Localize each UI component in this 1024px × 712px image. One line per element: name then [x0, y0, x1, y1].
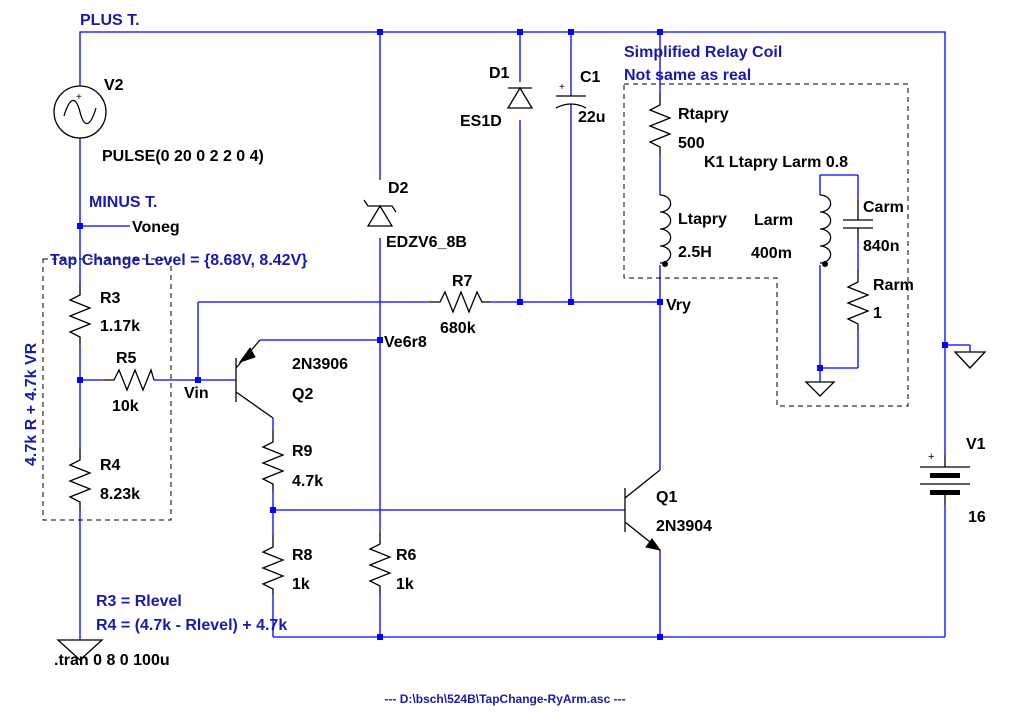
ltapry-value: 2.5H: [678, 244, 712, 261]
larm-inductor-symbol: [819, 194, 832, 267]
v2-value: PULSE(0 20 0 2 2 0 4): [102, 148, 264, 165]
v2-source-symbol: +: [53, 85, 107, 139]
tran-directive: .tran 0 8 0 100u: [54, 652, 170, 669]
svg-text:+: +: [76, 92, 82, 103]
net-label-voneg: Voneg: [132, 219, 180, 236]
r3-equation-note: R3 = Rlevel: [96, 593, 182, 610]
r6-value: 1k: [396, 576, 414, 593]
svg-text:+: +: [559, 82, 565, 93]
r4-resistor-symbol: [68, 448, 92, 510]
larm-value: 400m: [751, 245, 792, 262]
r9-name: R9: [292, 443, 313, 460]
v1-name: V1: [966, 436, 986, 453]
coupling-directive: K1 Ltapry Larm 0.8: [704, 154, 848, 171]
ground-icon: [953, 351, 987, 369]
vr-note: 4.7k R + 4.7k VR: [23, 342, 40, 466]
r3-name: R3: [100, 290, 121, 307]
wires: [79, 31, 970, 638]
r6-name: R6: [396, 547, 417, 564]
d1-diode-symbol: [506, 86, 534, 109]
relay-coil-box: [623, 83, 909, 407]
d2-value: EDZV6_8B: [386, 234, 467, 251]
net-label-vin: Vin: [184, 385, 209, 402]
d2-name: D2: [388, 180, 409, 197]
svg-text:+: +: [928, 451, 934, 463]
rtapry-resistor-symbol: [648, 93, 672, 155]
level-setting-box: [42, 258, 172, 521]
ground-icon: [804, 381, 836, 397]
net-label-vry: Vry: [666, 297, 691, 314]
r7-value: 680k: [440, 320, 476, 337]
v1-value: 16: [968, 509, 986, 526]
c1-value: 22u: [578, 109, 606, 126]
r4-value: 8.23k: [100, 486, 140, 503]
tap-change-note: Tap Change Level = {8.68V, 8.42V}: [50, 252, 307, 269]
d2-zener-symbol: [363, 199, 397, 227]
relay-note-line2: Not same as real: [624, 67, 751, 84]
r9-resistor-symbol: [261, 430, 285, 492]
ltapry-inductor-symbol: [659, 194, 672, 267]
r5-name: R5: [116, 350, 137, 367]
d1-value: ES1D: [460, 113, 502, 130]
carm-capacitor-symbol: [843, 200, 873, 240]
v2-name: V2: [104, 77, 124, 94]
q2-transistor-symbol: [235, 339, 274, 419]
q1-transistor-symbol: [624, 469, 662, 551]
larm-name: Larm: [754, 212, 793, 229]
r5-value: 10k: [112, 398, 139, 415]
file-path-footer: --- D:\bsch\524B\TapChange-RyArm.asc ---: [384, 692, 625, 706]
q2-value: 2N3906: [292, 356, 348, 373]
rtapry-value: 500: [678, 135, 705, 152]
net-label-minus: MINUS T.: [89, 194, 157, 211]
r3-value: 1.17k: [100, 318, 140, 335]
r7-name: R7: [452, 273, 473, 290]
rarm-resistor-symbol: [846, 270, 870, 330]
r8-value: 1k: [292, 576, 310, 593]
rtapry-name: Rtapry: [678, 106, 729, 123]
r8-resistor-symbol: [261, 535, 285, 595]
v1-battery-symbol: +: [920, 451, 970, 505]
c1-capacitor-symbol: +: [555, 82, 587, 109]
rarm-value: 1: [873, 305, 882, 322]
r7-resistor-symbol: [430, 290, 490, 314]
q1-name: Q1: [656, 489, 677, 506]
d1-name: D1: [489, 65, 510, 82]
r9-value: 4.7k: [292, 473, 323, 490]
r6-resistor-symbol: [368, 532, 392, 595]
rarm-name: Rarm: [873, 277, 914, 294]
q1-value: 2N3904: [656, 518, 712, 535]
r4-name: R4: [100, 457, 121, 474]
ltapry-name: Ltapry: [678, 211, 727, 228]
q2-name: Q2: [292, 386, 313, 403]
carm-name: Carm: [863, 199, 904, 216]
net-label-plus: PLUS T.: [80, 12, 140, 29]
relay-note-line1: Simplified Relay Coil: [624, 44, 782, 61]
junction-dots: [77, 29, 948, 640]
r3-resistor-symbol: [68, 283, 92, 345]
carm-value: 840n: [863, 238, 899, 255]
r4-equation-note: R4 = (4.7k - Rlevel) + 4.7k: [96, 617, 287, 634]
r8-name: R8: [292, 547, 313, 564]
net-label-ve6r8: Ve6r8: [384, 334, 427, 351]
r5-resistor-symbol: [104, 368, 155, 392]
c1-name: C1: [580, 69, 601, 86]
